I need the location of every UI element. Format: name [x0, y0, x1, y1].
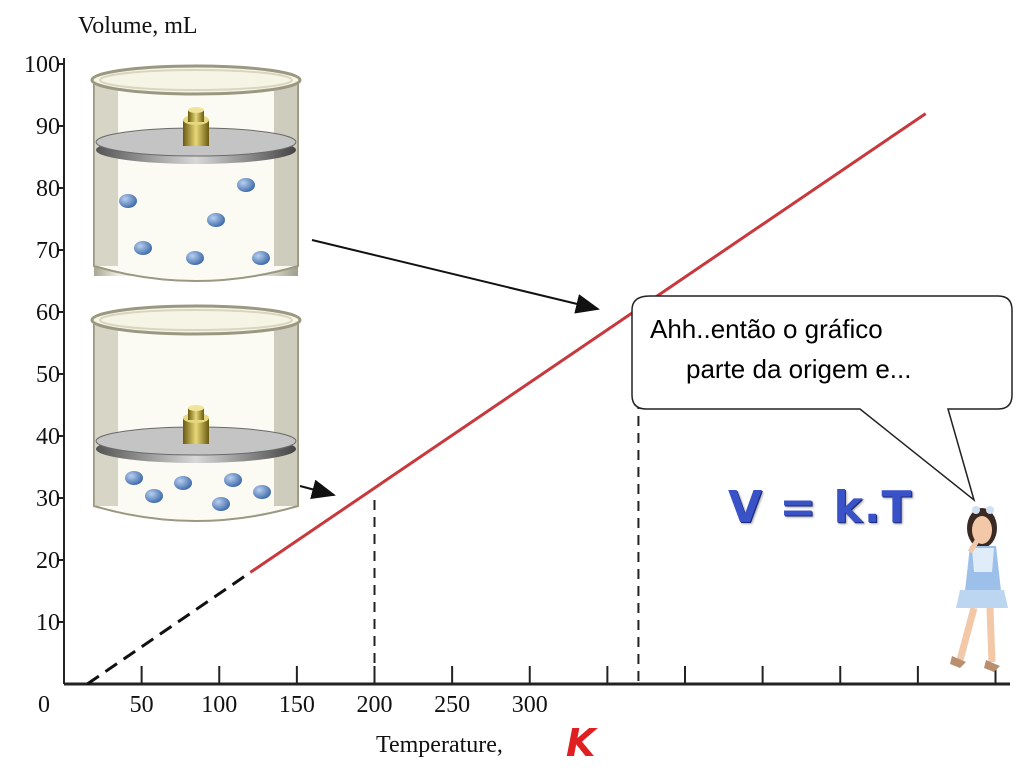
- gas-particle: [119, 194, 137, 208]
- y-tick-label: 60: [36, 300, 60, 326]
- y-tick-label: 80: [36, 176, 60, 202]
- x-extra-ticks: [606, 666, 997, 684]
- y-tick-label: 90: [36, 114, 60, 140]
- x-tick-label: 0: [38, 692, 50, 718]
- y-tick-label: 50: [36, 362, 60, 388]
- girl-illustration: [950, 506, 1008, 672]
- arrow-low: [299, 479, 336, 500]
- gas-particle: [174, 476, 192, 490]
- arrow-high: [311, 239, 600, 314]
- series-layer: [86, 112, 927, 686]
- x-axis-title: Temperature,: [376, 732, 503, 758]
- formula-label: V = k.T: [728, 482, 913, 533]
- x-tick-label: 50: [130, 692, 154, 718]
- bubble-line-1: Ahh..então o gráfico: [650, 314, 883, 344]
- x-ticks: 0 50 100 150 200 250 300: [38, 666, 548, 718]
- gas-particle: [207, 213, 225, 227]
- gas-particle: [134, 241, 152, 255]
- gas-particle: [212, 497, 230, 511]
- bubble-line-2: parte da origem e...: [686, 354, 911, 384]
- y-ticks: 10 20 30 40 50 60 70 80 90 100: [24, 52, 64, 636]
- gas-particle: [145, 489, 163, 503]
- y-tick-label: 70: [36, 238, 60, 264]
- x-tick-label: 150: [279, 692, 315, 718]
- guide-layer: [373, 314, 640, 684]
- gas-particle: [253, 485, 271, 499]
- x-tick-label: 300: [512, 692, 548, 718]
- x-tick-label: 250: [434, 692, 470, 718]
- speech-bubble: Ahh..então o gráfico parte da origem e..…: [631, 295, 1013, 503]
- volume-line: [249, 112, 927, 574]
- cylinder-high-volume: [90, 64, 302, 282]
- gas-particle: [224, 473, 242, 487]
- x-axis-unit: K: [566, 721, 598, 765]
- x-tick-label: 200: [357, 692, 393, 718]
- y-tick-label: 20: [36, 548, 60, 574]
- gas-particle: [237, 178, 255, 192]
- y-tick-label: 30: [36, 486, 60, 512]
- y-tick-label: 10: [36, 610, 60, 636]
- gas-particle: [186, 251, 204, 265]
- cylinder-low-volume: [90, 304, 302, 522]
- y-axis-title: Volume, mL: [78, 13, 198, 39]
- y-tick-label: 40: [36, 424, 60, 450]
- gas-particle: [252, 251, 270, 265]
- extrapolation-line: [86, 571, 252, 686]
- x-tick-label: 100: [201, 692, 237, 718]
- gas-particle: [125, 471, 143, 485]
- y-tick-label: 100: [24, 52, 60, 78]
